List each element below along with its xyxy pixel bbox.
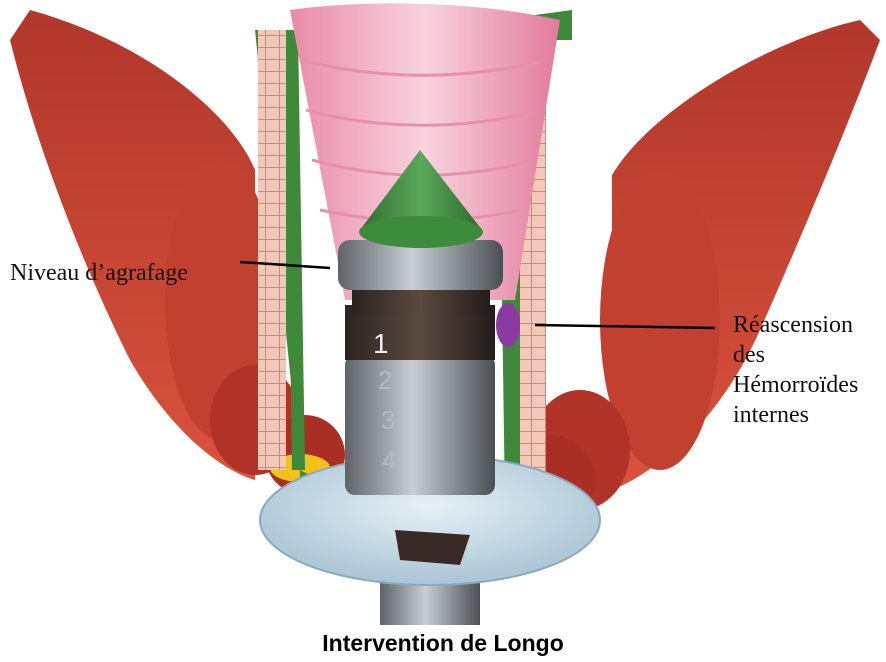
- hemorrhoid-label-line-3: Hémorroïdes: [733, 370, 883, 400]
- hemorrhoid-mark: [496, 303, 520, 347]
- scale-mark-2: 2: [378, 365, 392, 396]
- staple-level-label: Niveau d’agrafage: [10, 258, 188, 288]
- hemorrhoid-label-line-1: Réascension: [733, 310, 883, 340]
- scale-mark-3: 3: [381, 405, 395, 436]
- hemorrhoid-label-line-2: des: [733, 340, 883, 370]
- scale-mark-1: 1: [373, 328, 389, 360]
- hemorrhoid-label-line-4: internes: [733, 400, 883, 430]
- circular-stapler: [260, 150, 600, 625]
- figure-caption: Intervention de Longo: [0, 630, 886, 657]
- scale-mark-4: 4: [382, 445, 396, 476]
- hemorrhoid-reascension-label: Réascension des Hémorroïdes internes: [733, 310, 883, 430]
